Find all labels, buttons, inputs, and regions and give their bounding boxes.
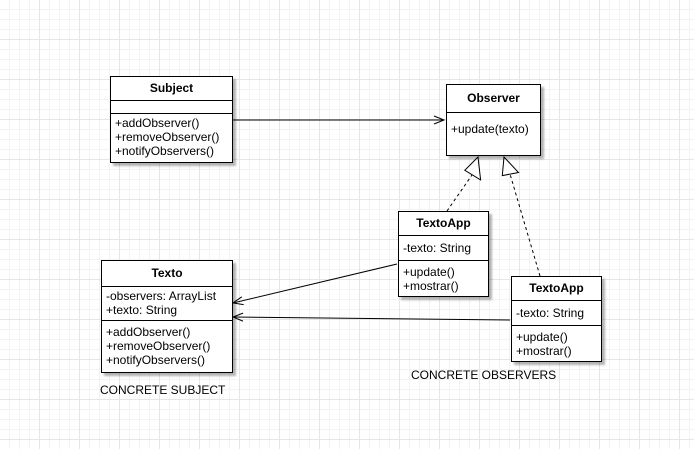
class-texto-app[interactable]: TextoApp -texto: String +update() +mostr…	[398, 211, 489, 297]
methods-section: +addObserver() +removeObserver() +notify…	[102, 321, 232, 371]
caption-concrete-observers: CONCRETE OBSERVERS	[411, 368, 557, 382]
class-texto-app[interactable]: TextoApp -texto: String +update() +mostr…	[511, 276, 602, 362]
method: +update(texto)	[451, 122, 529, 136]
method: +update()	[516, 330, 568, 344]
attribute: +texto: String	[106, 303, 178, 317]
attributes-section: -texto: String	[399, 236, 488, 261]
attribute: -texto: String	[516, 306, 585, 320]
class-subject[interactable]: Subject +addObserver() +removeObserver()…	[110, 76, 233, 163]
method: +removeObserver()	[106, 339, 211, 353]
class-texto[interactable]: Texto -observers: ArrayList +texto: Stri…	[101, 260, 233, 373]
methods-section: +addObserver() +removeObserver() +notify…	[111, 114, 232, 160]
class-name: Subject	[111, 77, 232, 101]
edge-textoapp1-texto	[233, 263, 398, 303]
method: +update()	[403, 265, 455, 279]
edge-textoapp1-observer	[446, 174, 473, 212]
attribute: -texto: String	[403, 241, 472, 255]
method: +addObserver()	[115, 116, 200, 130]
method: +mostrar()	[403, 279, 459, 293]
class-name: Texto	[102, 261, 232, 287]
methods-section: +update() +mostrar()	[399, 261, 488, 297]
edge-textoapp2-observer	[509, 173, 541, 277]
attributes-section	[111, 101, 232, 114]
method: +mostrar()	[516, 344, 572, 358]
methods-section: +update() +mostrar()	[512, 326, 601, 362]
class-name: TextoApp	[512, 277, 601, 301]
attribute: -observers: ArrayList	[106, 289, 217, 303]
realization-head-2	[501, 155, 520, 177]
method: +notifyObservers()	[115, 144, 215, 158]
method: +removeObserver()	[115, 130, 220, 144]
class-name: Observer	[447, 85, 540, 113]
edge-textoapp2-texto	[233, 317, 511, 320]
method: +notifyObservers()	[106, 353, 206, 367]
attributes-section: -observers: ArrayList +texto: String	[102, 287, 232, 321]
class-name: TextoApp	[399, 212, 488, 236]
attributes-section: -texto: String	[512, 301, 601, 326]
caption-concrete-subject: CONCRETE SUBJECT	[100, 383, 226, 397]
method: +addObserver()	[106, 325, 191, 339]
methods-section: +update(texto)	[447, 113, 540, 145]
realization-head-1	[463, 155, 482, 181]
class-observer[interactable]: Observer +update(texto)	[446, 84, 541, 156]
